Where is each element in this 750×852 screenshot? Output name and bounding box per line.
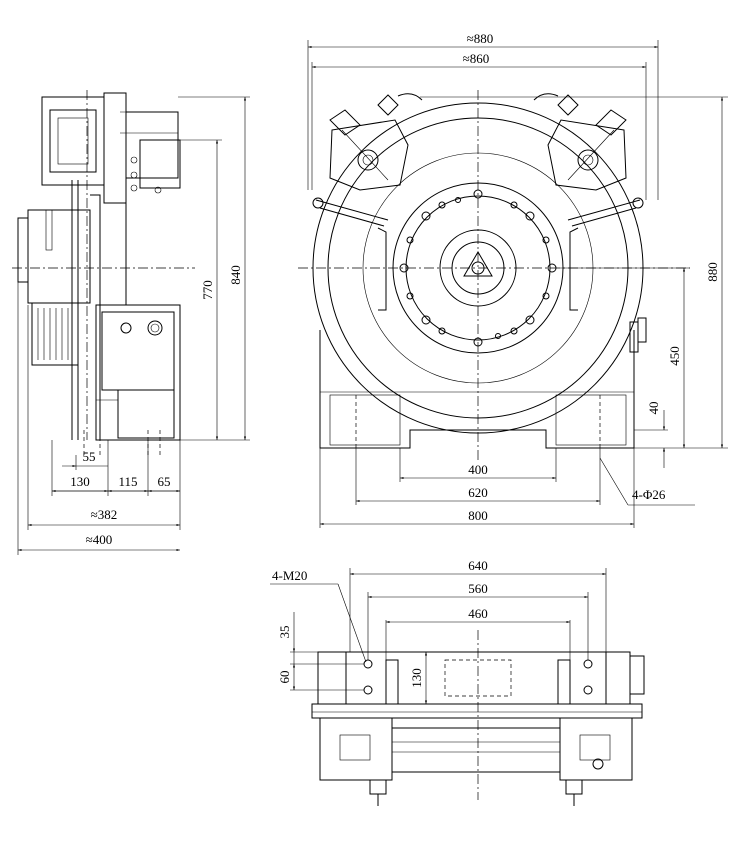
top-view: 640 560 460 35 60 130 4-M20 [270,558,645,806]
side-dim-382: ≈382 [91,507,118,522]
top-dim-60: 60 [277,671,292,684]
side-dim-115: 115 [118,474,137,489]
front-dim-860-width: ≈860 [463,51,490,66]
front-dim-620: 620 [468,485,488,500]
side-dim-840: 840 [228,265,243,285]
side-dim-55: 55 [83,449,96,464]
thread-callout: 4-M20 [272,568,307,583]
front-dim-400: 400 [468,462,488,477]
front-dim-880-width: ≈880 [467,31,494,46]
side-dim-400: ≈400 [86,532,113,547]
top-dim-130: 130 [409,668,424,688]
front-dim-450: 450 [667,346,682,366]
side-dim-130: 130 [70,474,90,489]
side-dim-770: 770 [200,280,215,300]
left-brake [312,93,423,227]
bolt-circle [399,189,557,347]
top-dim-35: 35 [277,626,292,639]
side-view: 770 840 55 130 115 65 ≈382 ≈400 [12,90,250,555]
top-dim-640: 640 [468,558,488,573]
side-dim-65: 65 [158,474,171,489]
hole-callout: 4-Φ26 [632,487,666,502]
front-view: ≈880 ≈860 880 450 40 400 620 800 4-Φ26 [298,31,728,528]
front-dim-880-height: 880 [705,262,720,282]
top-dim-460: 460 [468,606,488,621]
front-dim-800: 800 [468,508,488,523]
right-brake [533,93,644,227]
front-dim-40: 40 [646,402,661,415]
top-dim-560: 560 [468,581,488,596]
